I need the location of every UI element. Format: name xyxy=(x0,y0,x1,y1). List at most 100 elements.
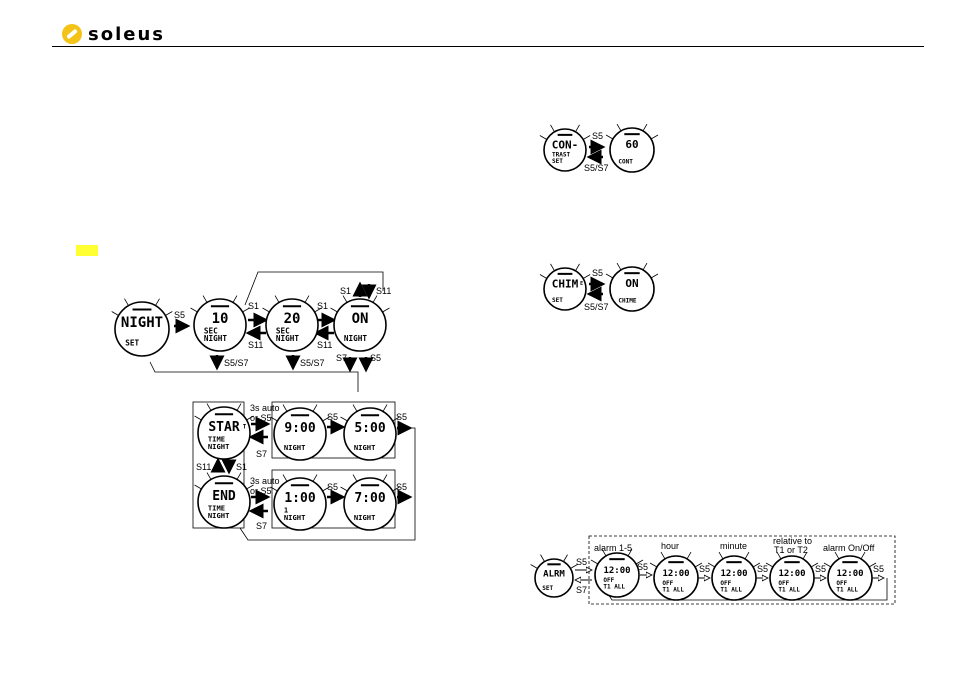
watch-main-digits: END xyxy=(212,489,236,504)
label-s11: S11 xyxy=(376,286,391,296)
label-s7: S7 xyxy=(256,521,267,531)
watch-sub-text: TIME xyxy=(208,503,225,512)
watch-face: NIGHT SET xyxy=(111,298,173,357)
watch-main-digits: 60 xyxy=(625,138,638,151)
soleus-logo: soleus xyxy=(62,22,165,46)
watch-sub-text: OFF xyxy=(778,580,789,587)
alarm-title-onoff: alarm On/Off xyxy=(823,543,875,553)
watch-sup-digit: T xyxy=(243,424,247,430)
watch-mode-text: T1 ALL xyxy=(778,587,800,594)
watch-main-digits: ON xyxy=(352,311,369,327)
label-s1: S1 xyxy=(340,286,351,296)
night-bottom-loop-line xyxy=(149,361,359,392)
watch-bezel xyxy=(343,477,397,531)
watch-mode-text: NIGHT xyxy=(208,442,230,451)
watch-bezel xyxy=(594,552,640,598)
label-s5: S5 xyxy=(815,564,826,574)
label-s5s7: S5/S7 xyxy=(300,358,325,368)
watch-sub-text: SEC xyxy=(276,326,290,335)
watch-mode-text: CHIME xyxy=(618,298,637,305)
watch-main-digits: 12:00 xyxy=(836,569,863,579)
watch-mode-text: NIGHT xyxy=(344,334,368,343)
label-s1: S1 xyxy=(236,462,247,472)
watch-mode-text: T1 ALL xyxy=(836,587,858,594)
watch-main-digits: ALRM xyxy=(543,569,565,579)
watch-mode-text: NIGHT xyxy=(276,334,300,343)
label-s1: S1 xyxy=(317,301,328,311)
watch-sub-text: TIME xyxy=(208,434,225,443)
brand-name: soleus xyxy=(88,23,165,45)
watch-main-digits: 12:00 xyxy=(603,566,630,576)
contrast-diagram: S5 S5/S7 xyxy=(584,131,609,173)
label-s5s7: S5/S7 xyxy=(584,163,609,173)
watch-mode-text: NIGHT xyxy=(354,443,376,452)
label-s5s7: S5/S7 xyxy=(584,302,609,312)
label-s5: S5 xyxy=(592,268,603,278)
watch-bezel xyxy=(609,127,655,173)
night-diagram: S5 S1 S11 S1 S11 S1 S11 S5/S7 S5/S7 S7 S… xyxy=(149,271,416,541)
watch-mode-text: CONT xyxy=(618,159,633,166)
alarm-title-minute: minute xyxy=(720,541,747,551)
label-s7: S7 xyxy=(336,353,347,363)
watch-mode-text: NIGHT xyxy=(284,513,306,522)
watch-main-digits: 20 xyxy=(284,311,301,327)
watch-sub-text: OFF xyxy=(720,580,731,587)
watch-bezel xyxy=(273,407,327,461)
alarm-title-t1t2: T1 or T2 xyxy=(774,545,808,555)
watch-mode-text: NIGHT xyxy=(354,513,376,522)
watch-mode-text: SET xyxy=(125,339,139,348)
watch-sub-text: OFF xyxy=(603,577,614,584)
watch-bezel xyxy=(534,558,574,598)
night-top-loop-line xyxy=(244,271,384,306)
label-s5: S5 xyxy=(637,562,648,572)
watch-mode-text: NIGHT xyxy=(208,511,230,520)
alarm-diagram: alarm 1-5 hour minute relative to T1 or … xyxy=(575,535,896,605)
watch-sub-text: OFF xyxy=(836,580,847,587)
watch-bezel xyxy=(711,555,757,601)
watch-bezel xyxy=(827,555,873,601)
alarm-title-1: alarm 1-5 xyxy=(594,543,632,553)
label-auto: 3s auto xyxy=(250,476,280,486)
label-s1: S1 xyxy=(248,301,259,311)
label-s5: S5 xyxy=(576,557,587,567)
watch-mode-text: T1 ALL xyxy=(603,584,625,591)
label-s5s7: S5/S7 xyxy=(224,358,249,368)
watch-bezel xyxy=(769,555,815,601)
label-s7: S7 xyxy=(256,449,267,459)
alarm-title-hour: hour xyxy=(661,541,679,551)
label-or-s5: or S5 xyxy=(250,486,272,496)
soleus-logo-icon xyxy=(62,24,82,44)
alarm-dashed-box xyxy=(588,535,896,605)
label-auto: 3s auto xyxy=(250,403,280,413)
label-s5: S5 xyxy=(396,412,407,422)
alarm-title-relative: relative to xyxy=(773,536,812,546)
watch-main-digits: NIGHT xyxy=(121,315,163,331)
header-divider xyxy=(52,46,924,47)
watch-main-digits: 7:00 xyxy=(354,491,385,506)
watch-bezel xyxy=(543,267,587,311)
label-s5: S5 xyxy=(873,564,884,574)
watch-main-digits: 1:00 xyxy=(284,491,315,506)
watch-bezel xyxy=(197,475,251,529)
watch-main-digits: CHIM xyxy=(552,277,579,290)
watch-bezel xyxy=(343,407,397,461)
label-s5: S5 xyxy=(174,310,185,320)
label-or-s5: or S5 xyxy=(250,413,272,423)
watch-face: ON NIGHT xyxy=(330,295,390,352)
watch-mode-text: SET xyxy=(552,158,563,165)
